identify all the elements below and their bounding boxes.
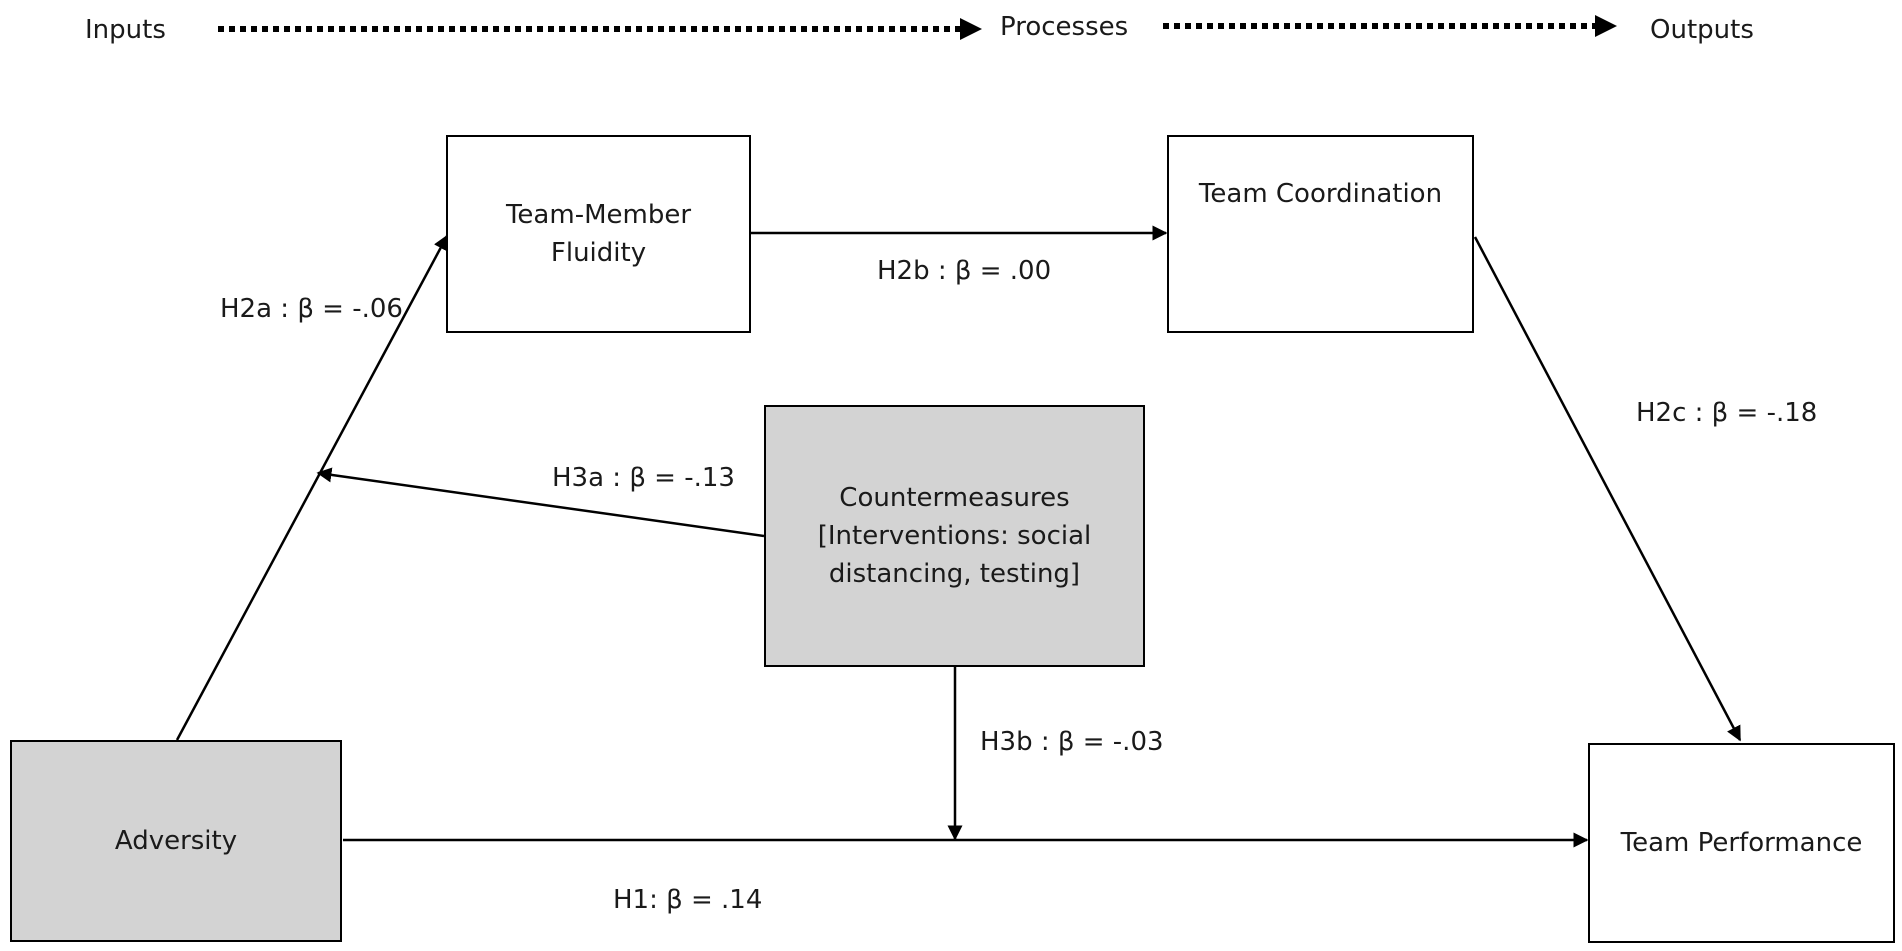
box-adversity-line-1: Adversity — [114, 826, 238, 856]
box-team-coordination: Team Coordination — [1167, 135, 1474, 333]
label-h3b: H3b : β = -.03 — [980, 727, 1164, 757]
stage-arrowhead-2 — [1595, 15, 1617, 37]
box-team-performance: Team Performance — [1588, 743, 1895, 943]
stage-label-outputs: Outputs — [1650, 15, 1754, 45]
box-team-member-fluidity-line-1: Team-Member — [505, 200, 692, 230]
box-countermeasures-line-3: distancing, testing] — [828, 559, 1081, 589]
box-countermeasures-line-1: Countermeasures — [839, 483, 1070, 513]
box-team-member-fluidity: Team-Member Fluidity — [446, 135, 751, 333]
box-adversity: Adversity — [10, 740, 342, 942]
box-team-coordination-line-1: Team Coordination — [1198, 179, 1443, 209]
box-countermeasures-line-2: [Interventions: social — [817, 521, 1092, 551]
arrow-h3a — [316, 467, 765, 538]
box-team-member-fluidity-line-2: Fluidity — [550, 238, 647, 268]
label-h2c: H2c : β = -.18 — [1636, 398, 1818, 428]
stage-label-processes: Processes — [1000, 12, 1129, 42]
label-h2b: H2b : β = .00 — [877, 256, 1052, 286]
box-team-performance-line-1: Team Performance — [1620, 828, 1863, 858]
stage-arrowhead-1 — [960, 18, 982, 40]
label-h2a: H2a : β = -.06 — [220, 294, 403, 324]
stage-label-inputs: Inputs — [85, 15, 166, 45]
label-h3a: H3a : β = -.13 — [552, 463, 735, 493]
arrow-h2c — [1473, 236, 1742, 742]
arrow-h2a — [175, 234, 449, 741]
label-h1: H1: β = .14 — [613, 885, 763, 915]
box-countermeasures: Countermeasures [Interventions: social d… — [764, 405, 1145, 667]
